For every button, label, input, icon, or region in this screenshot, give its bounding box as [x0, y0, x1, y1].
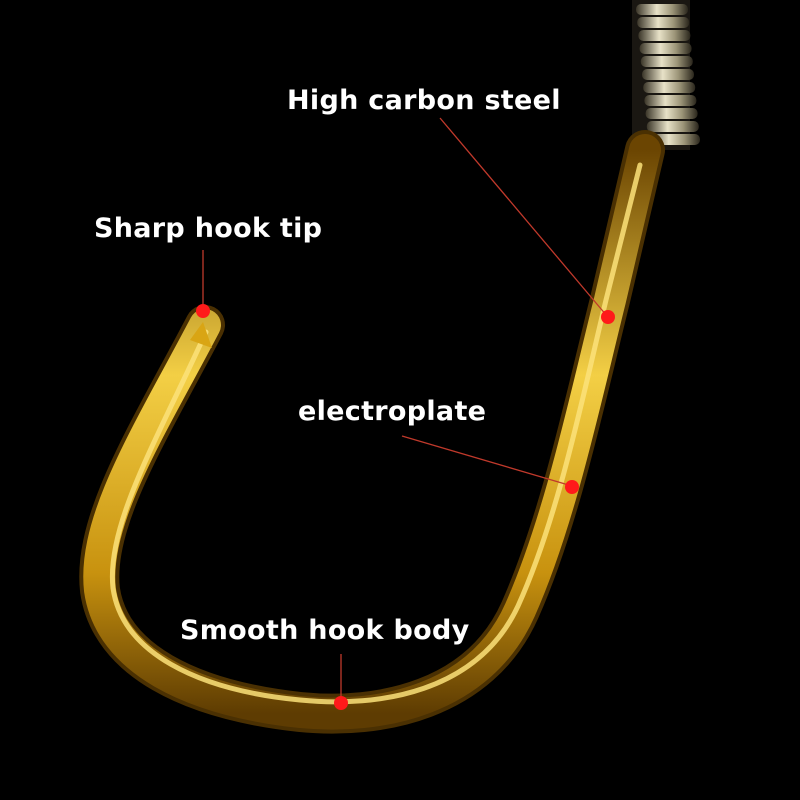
coil-winding	[643, 82, 696, 93]
callout-tip-label: Sharp hook tip	[94, 213, 323, 244]
coil-winding	[642, 69, 694, 80]
coil-winding	[639, 43, 692, 54]
coil-winding	[638, 30, 691, 41]
marker-material	[601, 310, 615, 324]
callout-body-label: Smooth hook body	[180, 615, 470, 646]
coil-winding	[637, 17, 690, 28]
coil-winding	[636, 4, 688, 15]
leader-line-plating	[401, 435, 573, 487]
callout-plating-label: electroplate	[298, 396, 487, 427]
leader-line-material	[439, 117, 608, 317]
marker-body	[334, 696, 348, 710]
coil-winding	[645, 108, 698, 119]
line-coil	[632, 0, 700, 150]
coil-winding	[646, 121, 699, 132]
callout-markers	[196, 304, 615, 710]
leader-lines	[202, 117, 608, 702]
hook-shape	[79, 130, 665, 734]
marker-tip	[196, 304, 210, 318]
callout-material-label: High carbon steel	[287, 85, 561, 116]
coil-winding	[640, 56, 693, 67]
marker-plating	[565, 480, 579, 494]
coil-winding	[644, 95, 697, 106]
